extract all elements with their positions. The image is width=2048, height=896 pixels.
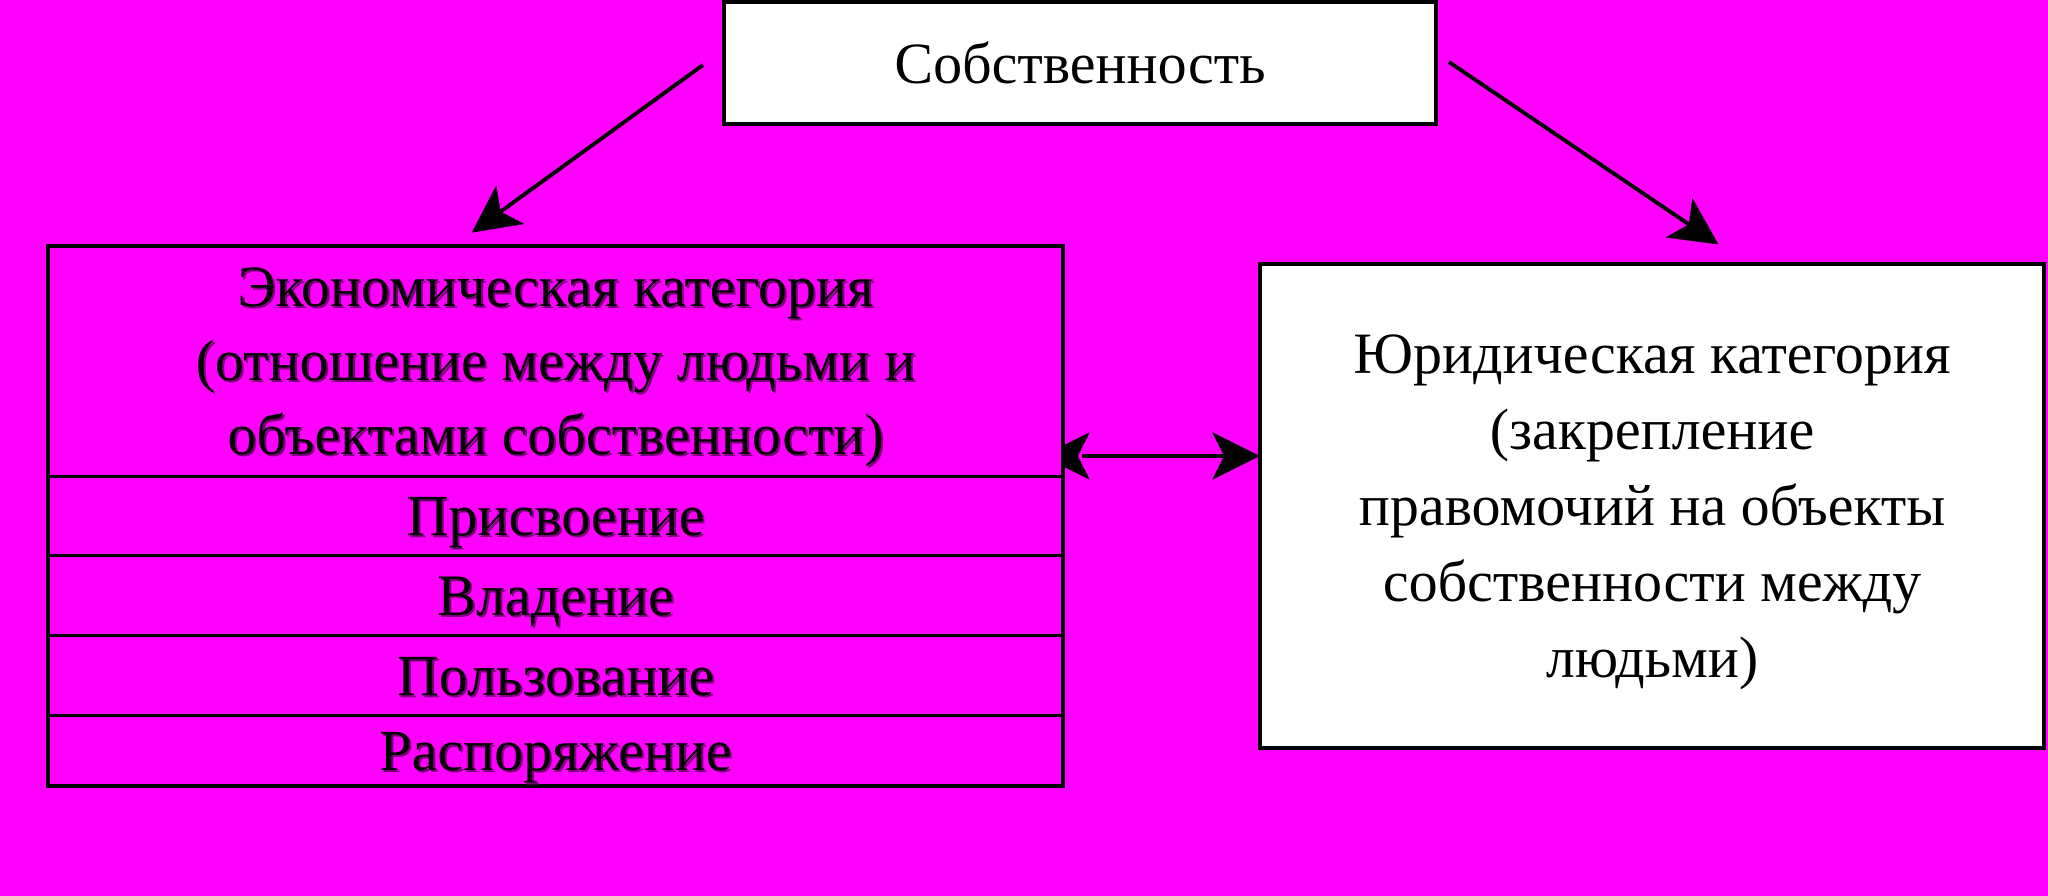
- economic-row-label: Распоряжение: [379, 718, 732, 784]
- economic-title-line-3: объектами собственности): [227, 402, 884, 468]
- arrow-to-legal: [1447, 60, 1719, 245]
- economic-category-box: Экономическая категория (отношение между…: [46, 244, 1065, 788]
- economic-row-label: Присвоение: [406, 483, 705, 549]
- arrow-to-economic: [471, 63, 705, 233]
- economic-title-line-1: Экономическая категория: [237, 254, 874, 320]
- legal-category-text: Юридическая категория (закрепление право…: [1353, 316, 1950, 696]
- economic-title-line-2: (отношение между людьми и: [195, 328, 916, 394]
- economic-row-label: Владение: [437, 563, 674, 629]
- ownership-label: Собственность: [894, 30, 1266, 96]
- ownership-box: Собственность: [722, 0, 1438, 126]
- legal-line-4: собственности между: [1382, 549, 1922, 614]
- economic-row-disposal: Распоряжение: [50, 717, 1061, 784]
- economic-category-header: Экономическая категория (отношение между…: [50, 248, 1061, 478]
- economic-row-possession: Владение: [50, 557, 1061, 638]
- legal-line-3: правомочий на объекты: [1358, 473, 1946, 538]
- economic-category-title: Экономическая категория (отношение между…: [196, 250, 916, 472]
- legal-line-1: Юридическая категория: [1353, 321, 1951, 386]
- legal-line-5: людьми): [1545, 625, 1759, 690]
- economic-row-use: Пользование: [50, 637, 1061, 718]
- legal-line-2: (закрепление: [1489, 397, 1815, 462]
- legal-category-box: Юридическая категория (закрепление право…: [1258, 262, 2046, 750]
- economic-row-appropriation: Присвоение: [50, 478, 1061, 558]
- economic-row-label: Пользование: [396, 643, 715, 709]
